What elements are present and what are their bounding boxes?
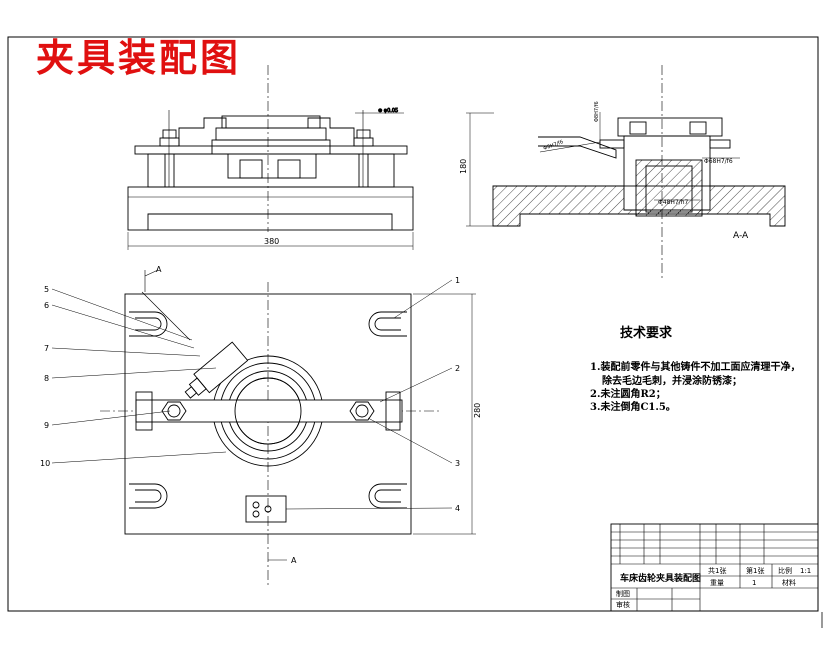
plan-height-dimension: 280 xyxy=(473,403,482,418)
ratio-label: 比例 xyxy=(778,566,792,575)
part-leaders xyxy=(51,279,453,510)
tech-requirement-3: 3.未注倒角C1.5。 xyxy=(590,402,676,413)
part-label-10: 10 xyxy=(40,459,50,468)
section-mark-top: A xyxy=(156,265,162,274)
drawing-name: 车床齿轮夹具装配图 xyxy=(620,572,701,584)
part-label-2: 2 xyxy=(455,364,460,373)
part-label-1: 1 xyxy=(455,276,460,285)
front-width-dimension: 380 xyxy=(264,237,279,246)
checked-by-label: 审核 xyxy=(616,600,630,609)
tech-requirement-2: 2.未注圆角R2； xyxy=(590,389,666,400)
section-view xyxy=(466,65,786,280)
plan-view xyxy=(100,269,476,585)
svg-text:⊕ φ0.05: ⊕ φ0.05 xyxy=(378,108,398,114)
section-height-dimension: 180 xyxy=(459,159,468,174)
tech-requirements-title: 技术要求 xyxy=(620,326,673,341)
title-block xyxy=(610,523,819,612)
ratio-value: 1:1 xyxy=(800,567,811,575)
part-label-8: 8 xyxy=(44,374,49,383)
material-label: 材料 xyxy=(782,578,796,587)
fit-label-3: Φ8H7/f6 xyxy=(594,101,600,122)
part-label-4: 4 xyxy=(455,504,460,513)
weight-label: 重量 xyxy=(710,579,724,587)
fit-label-2: Φ48H7/h7 xyxy=(658,199,689,206)
drawing-border xyxy=(7,36,819,612)
sheets-total: 共1张 xyxy=(708,566,726,575)
section-mark-bottom: A xyxy=(291,556,297,565)
part-label-5: 5 xyxy=(44,285,49,294)
quantity-value: 1 xyxy=(752,579,756,587)
front-view: ⊕ φ0.05 xyxy=(127,65,414,250)
tech-requirement-1b: 除去毛边毛刺，并浸涂防锈漆； xyxy=(602,376,742,387)
drawn-by-label: 制图 xyxy=(616,589,630,598)
tech-requirement-1: 1.装配前零件与其他铸件不加工面应清理干净， xyxy=(590,362,801,373)
part-label-7: 7 xyxy=(44,344,49,353)
part-label-9: 9 xyxy=(44,421,49,430)
part-label-3: 3 xyxy=(455,459,460,468)
section-view-label: A-A xyxy=(733,231,749,241)
sheet-number: 第1张 xyxy=(746,566,764,575)
part-label-6: 6 xyxy=(44,301,49,310)
fit-label-1: Φ68H7/f6 xyxy=(704,158,733,165)
drawing-title: 夹具装配图 xyxy=(36,35,242,80)
